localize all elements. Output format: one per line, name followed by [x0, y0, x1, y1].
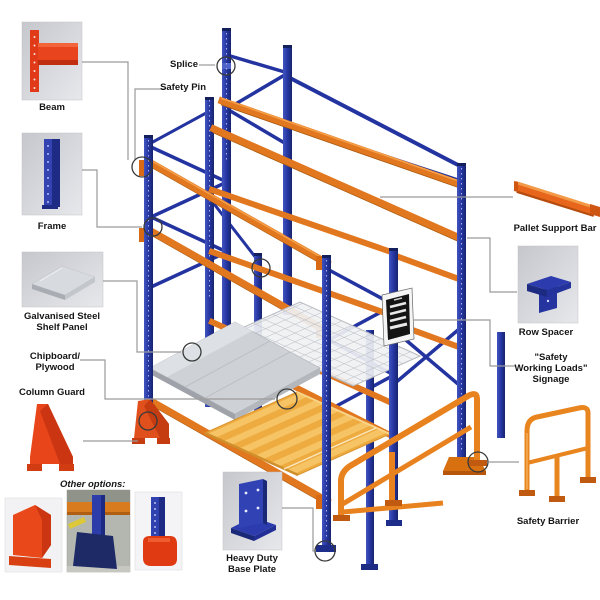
label-heavy-duty-line2: Base Plate: [227, 564, 277, 575]
label-galvanised-shelf: Galvanised Steel Shelf Panel: [12, 311, 112, 333]
column-guard-thumbnail: [27, 404, 74, 471]
option-thumbnail-1: [4, 497, 63, 573]
beam-thumbnail: [21, 21, 83, 101]
shelf-panel-marker: [182, 342, 202, 362]
label-heavy-duty-line1: Heavy Duty: [226, 553, 278, 564]
base-plate-marker: [314, 540, 336, 562]
label-galvanised-line2: Shelf Panel: [36, 322, 88, 333]
beam-connection-marker: [131, 156, 153, 178]
label-frame: Frame: [37, 221, 67, 232]
label-column-guard: Column Guard: [19, 387, 85, 398]
label-chipboard-line1: Chipboard/: [29, 351, 81, 362]
beam-level-marker: [251, 258, 271, 278]
label-signage-line2: Working Loads": [514, 363, 588, 374]
label-signage-line3: Signage: [532, 374, 570, 385]
safety-barrier-marker: [467, 451, 489, 473]
label-splice: Splice: [170, 59, 198, 70]
shelf-panel-thumbnail: [21, 251, 104, 308]
option-thumbnail-2: [66, 489, 131, 573]
label-safety-barrier: Safety Barrier: [516, 516, 580, 527]
chipboard-marker: [276, 388, 298, 410]
frame-thumbnail: [21, 132, 83, 216]
label-pallet-support-bar: Pallet Support Bar: [513, 223, 597, 234]
label-heavy-duty-base-plate: Heavy Duty Base Plate: [217, 553, 287, 575]
label-chipboard-line2: Plywood: [35, 362, 75, 373]
callout-markers: [131, 56, 489, 562]
option-thumbnail-3: [134, 491, 183, 571]
label-signage-line1: "Safety: [534, 352, 568, 363]
safety-barrier-thumbnail: [519, 405, 596, 502]
label-other-options: Other options:: [60, 479, 126, 490]
pallet-support-bar-thumbnail: [514, 181, 600, 217]
label-row-spacer: Row Spacer: [518, 327, 574, 338]
rack-structure: [132, 28, 505, 570]
heavy-duty-base-plate-thumbnail: [222, 471, 283, 551]
label-swl-signage: "Safety Working Loads" Signage: [505, 352, 597, 385]
label-beam: Beam: [39, 102, 65, 113]
swl-sign-graphic: [381, 287, 415, 347]
label-safety-pin: Safety Pin: [160, 82, 206, 93]
frame-marker: [143, 217, 163, 237]
safety-barrier-fitted: [333, 391, 487, 521]
label-galvanised-line1: Galvanised Steel: [23, 311, 101, 322]
callout-lines: [80, 61, 519, 552]
column-guard-marker: [138, 411, 158, 431]
splice-marker: [216, 56, 236, 76]
front-uprights: [144, 135, 505, 548]
label-chipboard: Chipboard/ Plywood: [15, 351, 95, 373]
row-spacer-thumbnail: [517, 245, 579, 324]
